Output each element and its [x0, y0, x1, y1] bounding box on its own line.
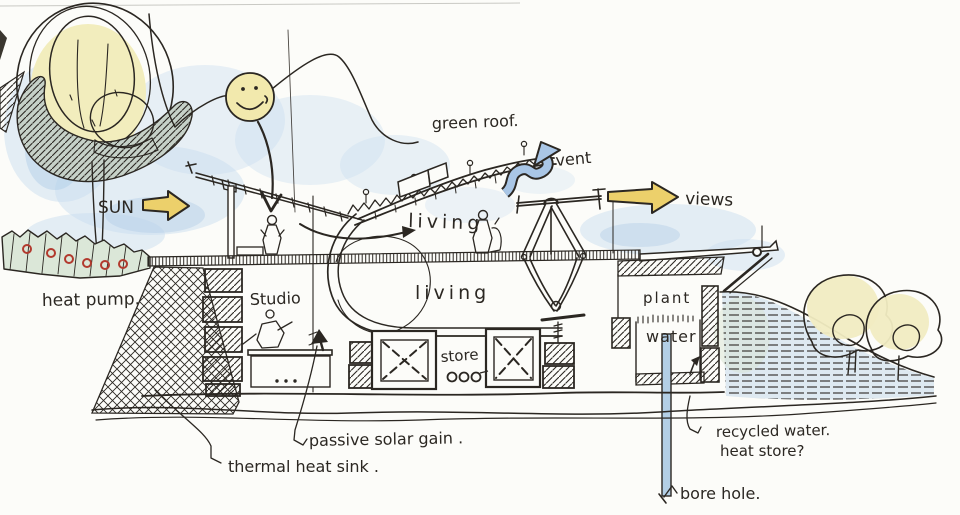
building-section — [91, 140, 937, 504]
green-roof-label: green roof. — [431, 111, 518, 133]
brise-soleil — [185, 161, 363, 222]
green-roof-structure — [347, 140, 557, 226]
person-studio — [242, 309, 293, 349]
passive-solar-gain-label: passive solar gain . — [309, 428, 464, 450]
glazed-wall — [227, 185, 235, 259]
views-arrow-icon — [607, 181, 679, 214]
air-path-arrow — [256, 120, 274, 200]
heat-pump-coils — [22, 244, 128, 270]
heat-store-label: heat store? — [720, 442, 804, 460]
recycled-water-label: recycled water. — [716, 421, 831, 441]
annotation-leaders — [154, 345, 702, 498]
scan-edge-marks — [0, 2, 521, 133]
floor-slab — [147, 249, 641, 267]
clerestory-blade — [516, 188, 606, 214]
sun-label: SUN — [98, 198, 134, 218]
truss-diamond — [520, 197, 587, 344]
solar-gain-arrow-icon — [311, 329, 328, 352]
studio-desk — [247, 349, 333, 388]
views-label: views — [685, 189, 734, 211]
store-label: store — [440, 345, 479, 366]
vent-arrow-icon — [500, 141, 561, 198]
living-upper-label: living — [408, 210, 484, 235]
store-crate-1 — [370, 329, 438, 391]
heat-pump-ground — [1, 229, 151, 279]
window-sill — [236, 246, 264, 256]
sun-arrow-icon — [142, 190, 190, 221]
bore-hole-pipe — [661, 333, 672, 497]
smiley-sun-icon — [225, 72, 275, 122]
large-tree-sketch — [15, 2, 193, 253]
living-lower-label: living — [415, 282, 490, 304]
plant-room — [611, 273, 720, 383]
skylight — [397, 168, 431, 199]
solar-flow-arrowhead-icon — [402, 226, 416, 238]
store-crate-2 — [484, 327, 542, 389]
person-upper-left — [260, 214, 285, 255]
plant-roof-outrigger — [617, 225, 779, 294]
thermal-heat-sink-label: thermal heat sink . — [228, 457, 379, 476]
tree-right-2 — [865, 289, 943, 381]
earth-berm-right — [714, 290, 935, 400]
thermal-mass-wall — [202, 268, 243, 397]
plant-label: plant — [643, 289, 691, 307]
heat-pump-label: heat pump. — [42, 289, 140, 311]
studio-label: Studio — [249, 288, 301, 309]
solar-flow-arrow — [299, 223, 407, 240]
ground-lines — [91, 391, 937, 422]
bore-hole-label: bore hole. — [680, 484, 760, 503]
person-upper-living — [472, 209, 502, 254]
vent-label: vent — [555, 148, 592, 170]
store-dots — [446, 370, 489, 383]
water-label: water — [646, 327, 697, 346]
store-piers — [348, 341, 575, 389]
